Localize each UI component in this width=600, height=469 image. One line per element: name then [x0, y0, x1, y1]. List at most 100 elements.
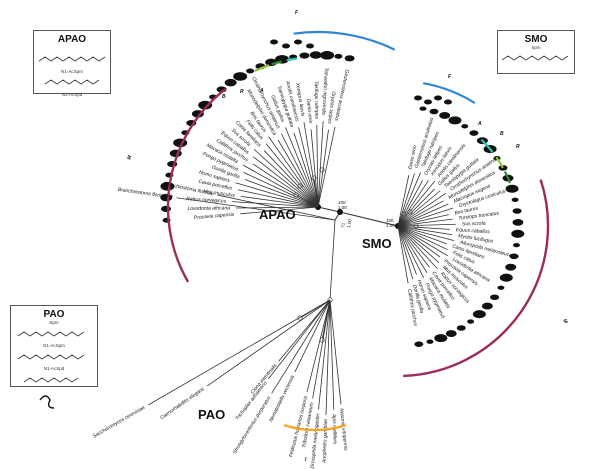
apao-molecule-1-drawing — [38, 56, 106, 62]
branch-pao-leaf-11 — [329, 299, 342, 405]
pao-molecule-2-drawing — [17, 354, 85, 360]
branch-smo-leaf-16 — [413, 228, 453, 236]
worm-icon — [39, 395, 55, 409]
apao-box-title: APAO — [57, 34, 87, 45]
apao-animal-icon-16 — [246, 68, 255, 74]
branch-apao-leaf-19 — [298, 127, 312, 178]
pao-leaf-label-2: Ciona intestinalis — [250, 362, 279, 395]
smo-animal-icon-14 — [512, 218, 524, 226]
branch-apao-leaf-3 — [240, 195, 289, 204]
smo-fish-icon-2 — [434, 95, 442, 101]
branch-smo-leaf-21 — [410, 235, 441, 258]
branch-smo-leaf-3 — [405, 180, 424, 213]
branch-smo-leaf-10 — [412, 203, 449, 220]
branch-smo-leaf-25 — [406, 239, 428, 273]
smo-leaf-label-16: Myotis lucifugus — [458, 233, 495, 245]
apao-animal-icon-21 — [299, 52, 310, 59]
pao-leaf-label-5: Nematostella vectensis — [268, 374, 296, 423]
branch-apao-leaf-18 — [293, 132, 310, 179]
smo-animal-icon-19 — [499, 273, 513, 282]
smo-structure-box: SMO Spm — [497, 30, 575, 74]
apao-fish-icon-3 — [306, 43, 314, 49]
smo-animal-icon-12 — [511, 197, 519, 202]
apao-group-arc-M — [166, 87, 227, 283]
apao-fish-icon-1 — [282, 43, 290, 49]
pao-leaf-label-13: Saccharomyces cerevisiae — [92, 405, 147, 440]
apao-group-arc-F — [293, 30, 396, 51]
branch-pao-inner-0 — [329, 219, 336, 301]
branch-pao-leaf-8 — [318, 299, 331, 410]
smo-animal-icon-4 — [461, 124, 469, 129]
smo-animal-icon-27 — [434, 334, 448, 343]
smo-leaf-label-12: Bos taurus — [454, 205, 479, 216]
branch-apao-leaf-12 — [263, 150, 298, 186]
apao-group-letter-A: A — [259, 88, 264, 94]
branch-pao-leaf-7 — [312, 299, 331, 399]
branch-pao-leaf-9 — [325, 299, 331, 415]
bootstrap-value-2: 100 — [386, 218, 394, 223]
branch-smo-leaf-23 — [408, 237, 438, 269]
apao-leaf-label-24: Oryzias latipes — [326, 91, 336, 125]
smo-animal-icon-28 — [426, 339, 434, 344]
branch-apao-leaf-24 — [321, 129, 329, 178]
branch-smo-leaf-12 — [413, 214, 449, 223]
branch-apao-leaf-9 — [252, 163, 294, 191]
apao-molecule-1-label: N1-AcSpm — [61, 69, 83, 74]
pao-molecule-2-label: N1-AcSpm — [43, 343, 65, 348]
apao-animal-icon-25 — [344, 55, 355, 62]
smo-clade-label: SMO — [362, 236, 392, 251]
smo-animal-icon-29 — [414, 341, 424, 347]
branch-apao-leaf-14 — [268, 136, 302, 183]
bootstrap-node-0 — [337, 209, 343, 215]
branch-smo-leaf-29 — [400, 241, 409, 284]
branch-apao-leaf-10 — [252, 156, 295, 189]
branch-smo-leaf-18 — [412, 231, 447, 245]
branch-smo-leaf-26 — [404, 240, 425, 279]
branch-pao-leaf-1 — [217, 194, 336, 221]
branch-smo-leaf-2 — [403, 172, 421, 212]
smo-molecule-drawing — [501, 55, 569, 61]
pao-molecule-3-label: N1-AcSpd — [43, 366, 65, 371]
pao-leaf-label-11: Nasonia vitripennis — [338, 408, 348, 451]
apao-leaf-label-0: Procavia capensis — [194, 212, 235, 222]
smo-box-title: SMO — [524, 34, 548, 45]
apao-group-letter-B: B — [222, 94, 226, 100]
smo-fish-icon-1 — [424, 99, 432, 105]
smo-leaf-label-15: Equus caballus — [456, 227, 491, 235]
smo-animal-icon-26 — [445, 330, 457, 337]
smo-animal-icon-3 — [448, 116, 462, 125]
smo-group-arc-B — [495, 156, 504, 169]
branch-smo-leaf-1 — [402, 173, 415, 211]
branch-smo-leaf-15 — [413, 226, 450, 230]
branch-smo-leaf-5 — [407, 180, 435, 214]
branch-apao-leaf-25 — [323, 126, 336, 178]
apao-group-letter-F: F — [295, 10, 299, 16]
apao-fish-icon-2 — [294, 39, 302, 45]
smo-group-letter-M: M — [561, 318, 569, 325]
smo-animal-icon-24 — [467, 319, 475, 324]
apao-group-arc-A — [286, 57, 298, 62]
apao-structure-box: APAO N1-AcSpm N1-AcSpd — [33, 30, 111, 97]
branch-smo-leaf-17 — [413, 229, 455, 242]
branch-pao-leaf-4 — [271, 299, 331, 394]
apao-group-letter-R: R — [240, 89, 244, 95]
branch-apao-leaf-4 — [237, 189, 289, 202]
apao-group-arc-R — [271, 60, 282, 66]
apao-animal-icon-24 — [334, 53, 343, 59]
pao-structure-box: PAO Spm N1-AcSpm N1-AcSpd — [10, 305, 98, 387]
pao-leaf-label-9: Anopheles gambiae — [322, 419, 330, 465]
branch-smo-leaf-4 — [406, 180, 429, 213]
smo-animal-icon-1 — [429, 108, 439, 115]
smo-animal-icon-5 — [469, 130, 479, 136]
apao-leaf-label-1: Loxodonta africana — [187, 205, 230, 212]
branch-smo-leaf-8 — [410, 192, 447, 218]
smo-molecule-1-label: Spm — [531, 45, 541, 50]
branch-apao-leaf-22 — [316, 125, 318, 178]
branch-apao-leaf-7 — [243, 172, 291, 195]
branch-smo-leaf-0 — [400, 175, 410, 211]
branch-smo-leaf-14 — [413, 223, 456, 226]
branch-apao-leaf-13 — [265, 143, 300, 185]
branch-smo-leaf-24 — [407, 238, 430, 268]
smo-group-letter-R: R — [516, 144, 520, 150]
smo-fish-icon-0 — [414, 95, 422, 101]
